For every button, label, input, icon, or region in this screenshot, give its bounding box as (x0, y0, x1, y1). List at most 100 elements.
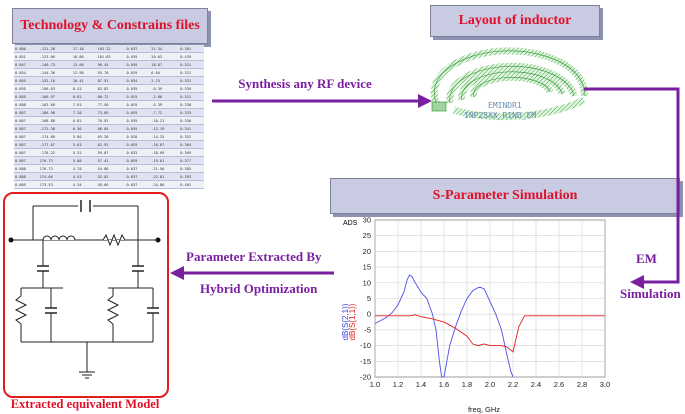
table-cell: -24.86 (150, 180, 180, 189)
table-cell: 10.41 (71, 76, 97, 85)
table-cell: -0.39 (150, 84, 180, 93)
table-cell: 0.867 (14, 116, 39, 125)
table-cell: 0.847 (14, 60, 39, 69)
table-cell: 16.86 (71, 52, 97, 61)
table-cell: 6.36 (71, 124, 97, 133)
table-cell: 0.330 (179, 100, 204, 109)
table-cell: -172.38 (38, 124, 72, 133)
param-arrow (170, 266, 334, 280)
sparam-title: S-Parameter Simulation (330, 178, 680, 214)
table-cell: 0.039 (125, 116, 151, 125)
table-cell: 8.43 (71, 84, 97, 93)
table-cell: -166.98 (38, 108, 72, 117)
table-cell: 0.029 (125, 140, 151, 149)
table-cell: 0.851 (14, 52, 39, 61)
table-cell: 7.38 (71, 108, 97, 117)
table-cell: 4.34 (71, 180, 97, 189)
table-cell: 2.23 (150, 76, 180, 85)
series-s21-line (374, 274, 514, 378)
table-cell: -18.09 (150, 148, 180, 157)
y-tick-label: 0 (367, 310, 371, 319)
table-cell: 6.84 (150, 68, 180, 77)
table-cell: 0.321 (179, 92, 204, 101)
table-cell: 0.867 (14, 140, 39, 149)
table-cell: 49.66 (96, 180, 126, 189)
table-cell: -7.72 (150, 108, 180, 117)
table-cell: 0.321 (179, 68, 204, 77)
table-cell: -14.25 (150, 132, 180, 141)
table-cell: -174.80 (38, 132, 72, 141)
table-cell: 59.07 (96, 148, 126, 157)
y-tick-label: 15 (363, 263, 371, 272)
ylabel-s21: dB(S(2,1)) (341, 303, 350, 340)
table-cell: 54.88 (96, 164, 126, 173)
table-cell: 77.50 (96, 100, 126, 109)
table-cell: -140.73 (38, 60, 72, 69)
series-s11-line (375, 314, 605, 353)
chart-x-label: freq, GHz (468, 405, 500, 414)
x-tick-label: 1.8 (462, 380, 472, 389)
table-cell: 0.867 (14, 108, 39, 117)
tech-files-title: Technology & Constrains files (12, 8, 208, 44)
sparam-title-text: S-Parameter Simulation (432, 188, 578, 203)
table-cell: 17.18 (71, 45, 97, 53)
y-tick-label: -5 (364, 325, 371, 334)
param-label-line2: Hybrid Optimization (200, 281, 318, 296)
tech-files-title-text: Technology & Constrains files (20, 18, 200, 33)
table-cell: -19.61 (150, 156, 180, 165)
table-cell: -152.16 (38, 76, 72, 85)
table-cell: 21.34 (150, 45, 180, 53)
x-tick-label: 1.2 (393, 380, 403, 389)
table-cell: -178.22 (38, 148, 72, 157)
table-cell: 5.32 (71, 148, 97, 157)
table-cell: 0.867 (14, 156, 39, 165)
x-tick-label: 1.4 (416, 380, 426, 389)
x-tick-label: 2.0 (485, 380, 495, 389)
table-cell: 80.72 (96, 92, 126, 101)
y-tick-label: -10 (360, 341, 371, 350)
synthesis-arrow (212, 94, 432, 108)
y-tick-label: 10 (363, 278, 371, 287)
table-cell: -22.81 (150, 172, 180, 181)
table-cell: 0.888 (14, 100, 39, 109)
table-cell: 0.895 (14, 84, 39, 93)
table-cell: 0.888 (14, 172, 39, 181)
layout-label-2: INP25XX_RIND_EM (464, 111, 537, 120)
table-cell: 0.037 (125, 180, 151, 189)
table-cell: 87.51 (96, 76, 126, 85)
table-cell: 18.87 (150, 60, 180, 69)
table-cell: 93.78 (96, 68, 126, 77)
x-tick-label: 3.0 (600, 380, 610, 389)
table-cell: 13.06 (71, 60, 97, 69)
table-cell: 0.034 (125, 76, 151, 85)
layout-title-text: Layout of inductor (458, 13, 572, 28)
y-tick-label: 30 (363, 216, 371, 225)
table-cell: -21.56 (150, 164, 180, 173)
table-cell: 5.86 (71, 132, 97, 141)
table-cell: 0.029 (125, 68, 151, 77)
table-cell: 0.331 (179, 76, 204, 85)
table-cell: 0.339 (179, 84, 204, 93)
table-cell: 0.352 (179, 132, 204, 141)
equivalent-model-box (3, 192, 169, 398)
x-tick-label: 2.4 (531, 380, 541, 389)
table-cell: -5.39 (150, 100, 180, 109)
table-cell: 0.364 (179, 140, 204, 149)
table-cell: 0.039 (125, 84, 151, 93)
table-cell: 176.73 (38, 156, 72, 165)
table-cell: 12.98 (71, 68, 97, 77)
table-cell: 8.62 (71, 92, 97, 101)
table-cell: -12.19 (150, 124, 180, 133)
